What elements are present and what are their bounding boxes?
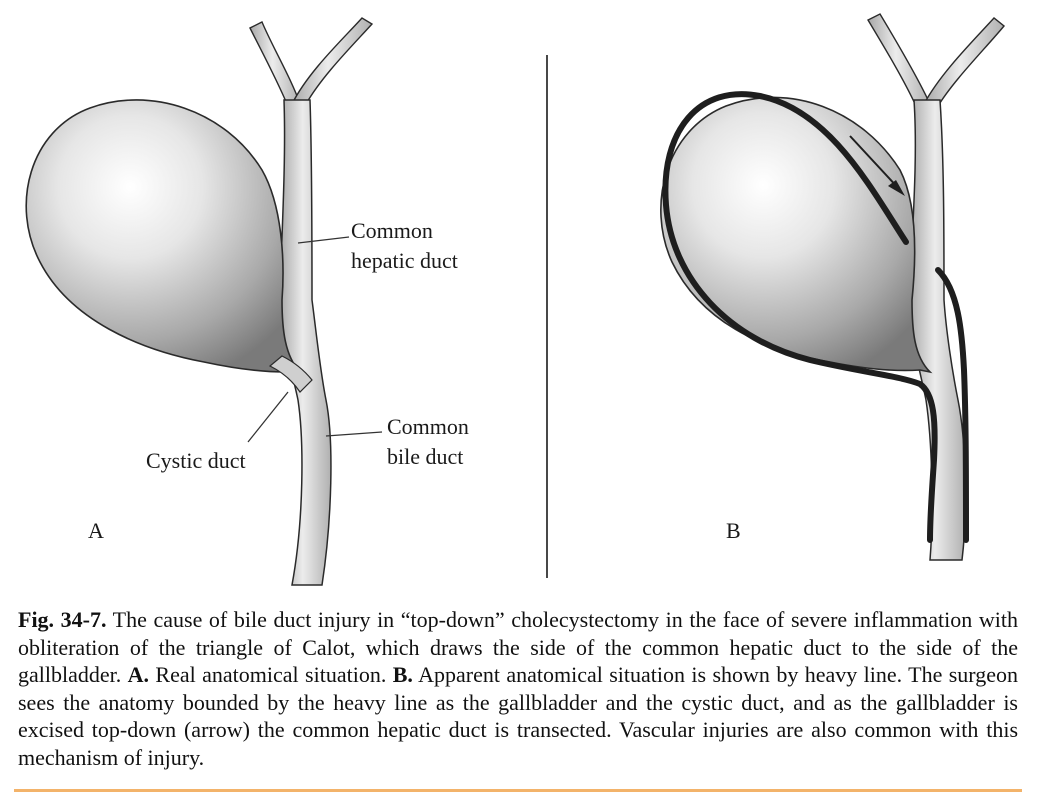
leader-common-hepatic <box>297 236 350 244</box>
right-hepatic-branch <box>290 17 374 105</box>
left-hepatic-branch <box>249 21 301 105</box>
label-cystic-duct: Cystic duct <box>146 448 246 473</box>
leader-common-bile <box>325 431 383 437</box>
label-common-bile-2: bile duct <box>387 444 464 469</box>
caption-b-label: B. <box>392 662 413 687</box>
common-duct-a <box>279 99 332 586</box>
left-hepatic-branch-b <box>867 13 932 107</box>
caption-fig-label: Fig. 34-7. <box>18 607 107 632</box>
panel-label-b: B <box>726 518 741 543</box>
caption-text-3: Apparent anatomical situation is shown b… <box>18 662 1018 770</box>
caption-a-label: A. <box>127 662 150 687</box>
figure-caption: Fig. 34-7. The cause of bile duct injury… <box>18 606 1018 771</box>
panel-b-drawing <box>660 13 1005 561</box>
caption-text-1: The cause of bile duct injury in “top-do… <box>18 607 1018 687</box>
cystic-duct-a <box>268 355 313 393</box>
common-duct-b <box>909 99 967 561</box>
bottom-accent-rule <box>14 789 1022 792</box>
label-common-bile-1: Common <box>387 414 469 439</box>
gallbladder-b <box>660 96 933 374</box>
panel-a-drawing <box>25 17 383 586</box>
caption-text-2: Real anatomical situation. <box>149 662 393 687</box>
panel-label-a: A <box>88 518 104 543</box>
arrow-icon <box>849 135 905 196</box>
label-common-hepatic-1: Common <box>351 218 433 243</box>
right-hepatic-branch-b <box>922 17 1005 107</box>
gallbladder-figure <box>25 13 1005 586</box>
leader-cystic <box>247 391 289 443</box>
heavy-line-duct <box>935 267 969 543</box>
gallbladder-a <box>25 99 302 373</box>
heavy-line-gallbladder <box>662 91 938 543</box>
label-common-hepatic-2: hepatic duct <box>351 248 458 273</box>
